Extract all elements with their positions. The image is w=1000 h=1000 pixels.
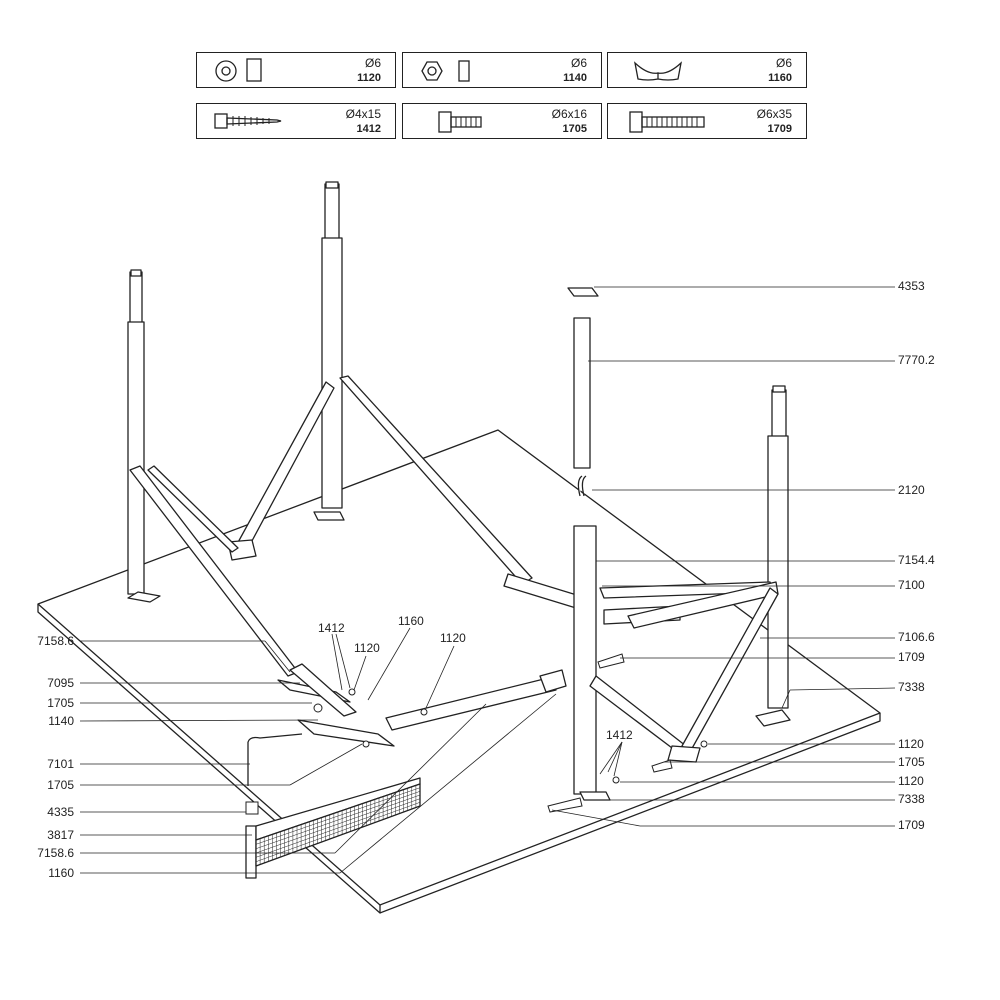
- callout-label: 4335: [47, 805, 74, 819]
- leader-line: [367, 627, 411, 701]
- callout-label: 1120: [354, 641, 380, 655]
- leader-line: [781, 689, 791, 709]
- hardware-code: 1120: [357, 72, 381, 84]
- hardware-size: Ø6: [775, 56, 792, 70]
- callout-label: 1160: [48, 866, 74, 880]
- leader-line: [339, 693, 557, 874]
- nut-and-spacer-icon: [421, 60, 470, 82]
- hardware-size: Ø6: [570, 56, 587, 70]
- brace-front-long-bar: [385, 669, 567, 731]
- callout-label: 1709: [898, 818, 925, 832]
- hardware-size: Ø4x15: [345, 107, 381, 121]
- leader-line: [289, 743, 363, 786]
- callout-label: 7158.6: [37, 846, 74, 860]
- callout-label: 1705: [47, 778, 74, 792]
- short-bolt-icon: [438, 111, 482, 133]
- leader-line: [79, 719, 319, 722]
- front-left-bracket: [277, 663, 395, 747]
- callout-label: 7770.2: [898, 353, 935, 367]
- callout-label: 1160: [398, 614, 424, 628]
- front-right-leg: [573, 525, 611, 801]
- spare-post: [567, 287, 599, 497]
- callout-label: 1705: [898, 755, 925, 769]
- hardware-box-1705: Ø6x16 1705: [402, 103, 602, 139]
- callout-label: 7106.6: [898, 630, 935, 644]
- callout-label: 1412: [318, 621, 345, 635]
- leader-line: [613, 741, 623, 777]
- leader-line: [331, 633, 343, 691]
- hardware-size: Ø6x35: [756, 107, 792, 121]
- callout-label: 1120: [898, 737, 924, 751]
- callout-label: 7095: [47, 676, 74, 690]
- hardware-size: Ø6x16: [551, 107, 587, 121]
- hardware-code: 1412: [356, 123, 381, 135]
- callout-label: 1709: [898, 650, 925, 664]
- nut-and-sleeve-icon: [215, 58, 262, 82]
- leader-line: [789, 687, 896, 691]
- hardware-box-1140: Ø6 1140: [402, 52, 602, 88]
- callout-label: 7338: [898, 792, 925, 806]
- hardware-box-1120: Ø6 1120: [196, 52, 396, 88]
- brace-right-assembly: [589, 581, 779, 763]
- leader-line: [335, 633, 351, 689]
- leader-line: [607, 741, 623, 773]
- leader-line: [264, 640, 291, 673]
- wood-screw-icon: [214, 113, 282, 129]
- hardware-code: 1705: [562, 123, 587, 135]
- callout-label: 1412: [606, 728, 633, 742]
- leader-line: [353, 655, 367, 691]
- hardware-code: 1140: [563, 72, 587, 84]
- brace-back-middle-left: [227, 381, 335, 561]
- callout-label: 7154.4: [898, 553, 935, 567]
- callout-label: 3817: [47, 828, 74, 842]
- back-middle-leg: [313, 181, 345, 521]
- callout-label: 4353: [898, 279, 925, 293]
- callout-label: 1120: [440, 631, 466, 645]
- callout-label: 7158.6: [37, 634, 74, 648]
- hardware-parts: [245, 653, 708, 815]
- leader-line: [599, 741, 623, 775]
- hardware-size: Ø6: [364, 56, 381, 70]
- callout-label: 7101: [47, 757, 74, 771]
- hardware-code: 1160: [768, 72, 792, 84]
- leader-lines: [79, 286, 896, 874]
- leader-line: [334, 703, 487, 854]
- back-right-leg: [755, 385, 791, 727]
- callout-label: 7338: [898, 680, 925, 694]
- callout-label: 1120: [898, 774, 924, 788]
- hardware-box-1412: Ø4x15 1412: [196, 103, 396, 139]
- hardware-code: 1709: [767, 123, 792, 135]
- back-left-leg: [127, 269, 161, 603]
- callout-label: 2120: [898, 483, 925, 497]
- leader-line: [551, 809, 641, 827]
- hardware-box-1709: Ø6x35 1709: [607, 103, 807, 139]
- callout-label: 1705: [47, 696, 74, 710]
- long-bolt-icon: [629, 111, 705, 133]
- callout-label: 1140: [48, 714, 74, 728]
- hardware-box-1160: Ø6 1160: [607, 52, 807, 88]
- wing-nut-icon: [633, 61, 683, 81]
- leader-line: [425, 645, 455, 709]
- callout-label: 7100: [898, 578, 925, 592]
